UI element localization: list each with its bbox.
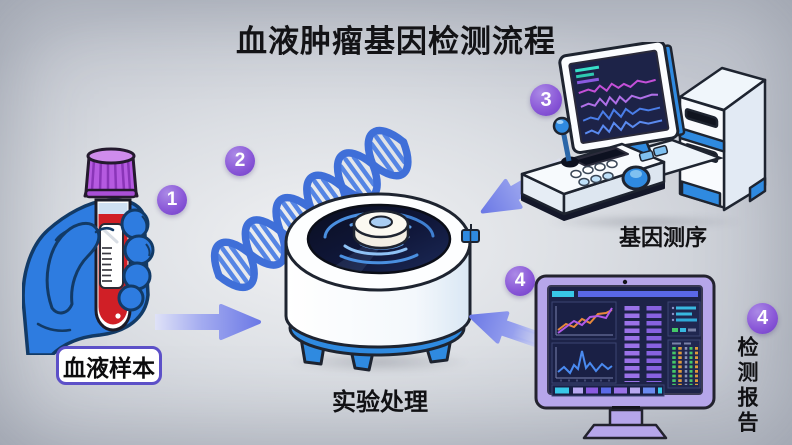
step-4-number: 4 xyxy=(514,270,526,291)
console-dial xyxy=(621,165,651,191)
sequencer-shadow xyxy=(545,214,745,230)
sequencer-tower xyxy=(678,66,767,212)
lab-processing-label: 实验处理 xyxy=(295,382,465,417)
console-joystick xyxy=(552,116,579,168)
test-report-label-text: 检测报告 xyxy=(735,336,758,436)
report-dashboard xyxy=(551,291,701,397)
step-badge-4-duplicate: 4 xyxy=(747,303,778,334)
step-badge-1: 1 xyxy=(157,185,187,215)
gene-sequencing-label: 基因测序 xyxy=(583,220,743,252)
sequencer-console xyxy=(520,116,669,221)
monitor-stand xyxy=(582,406,668,440)
report-monitor-icon xyxy=(528,272,733,445)
blood-sample-label: 血液样本 xyxy=(56,346,162,385)
tube-graduation-strip xyxy=(99,223,124,289)
lab-processing-label-text: 实验处理 xyxy=(332,389,428,416)
tube-cap-icon xyxy=(83,147,139,199)
gene-sequencing-label-text: 基因测序 xyxy=(618,225,707,250)
test-report-label: 检测报告 xyxy=(731,336,761,436)
sequencer-screen-traces xyxy=(574,65,663,135)
step-badge-4: 4 xyxy=(505,266,535,296)
centrifuge-latch xyxy=(461,224,480,243)
report-pill-lists xyxy=(624,306,662,382)
report-bottom-strip xyxy=(551,384,665,397)
blood-sample-label-text: 血液样本 xyxy=(63,354,155,381)
webcam-dot xyxy=(622,279,628,285)
report-line-chart-top xyxy=(551,301,617,340)
report-list-panel xyxy=(667,301,701,337)
step-1-number: 1 xyxy=(166,189,178,210)
step-3-number: 3 xyxy=(540,88,552,111)
glove-fingertips xyxy=(117,208,155,312)
sequencer-icon xyxy=(512,42,770,242)
glove-thumb xyxy=(45,221,115,315)
step-2-number: 2 xyxy=(234,150,246,171)
step-badge-2: 2 xyxy=(225,146,255,176)
console-display xyxy=(573,147,629,167)
centrifuge-hub xyxy=(352,209,410,250)
report-led-panel xyxy=(667,339,701,389)
console-buttons xyxy=(570,159,618,187)
page-title: 血液肿瘤基因检测流程 xyxy=(236,24,556,59)
arrow-right-icon xyxy=(155,303,267,341)
console-keys xyxy=(638,145,669,162)
step-badge-3: 3 xyxy=(530,84,562,116)
step-4-duplicate-number: 4 xyxy=(756,307,769,329)
centrifuge-icon xyxy=(265,180,493,380)
report-line-chart-bottom xyxy=(551,342,617,384)
blood-sample-illustration xyxy=(22,140,172,355)
dna-rungs xyxy=(215,132,407,286)
